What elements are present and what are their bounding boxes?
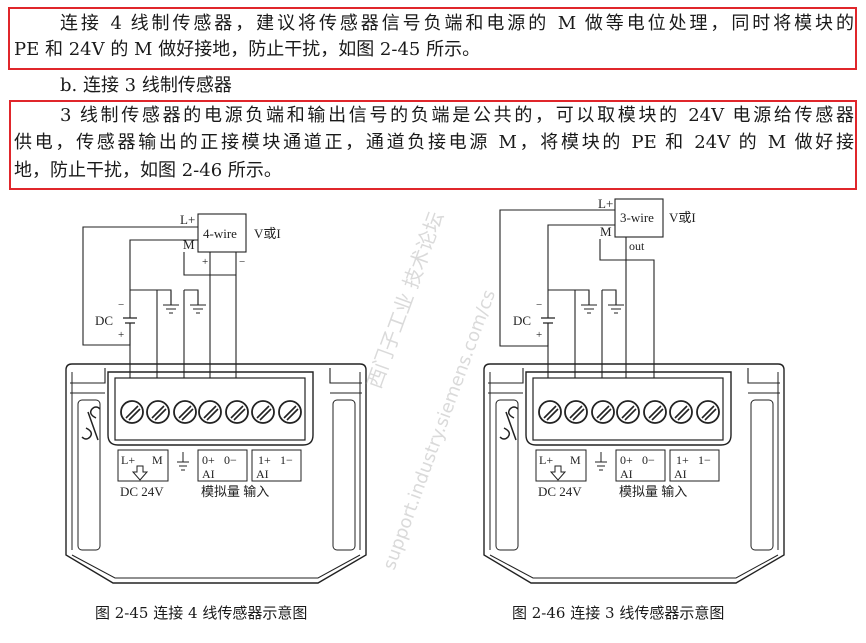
label-ai1: AI [674, 467, 687, 481]
module-clip [488, 368, 780, 394]
sensor-box-4wire [197, 213, 247, 253]
screw-slot [543, 405, 559, 421]
module-side-rail [77, 399, 101, 551]
signal-label: V或I [254, 226, 281, 241]
label-0plus: 0+ [202, 453, 215, 467]
sensor-lplus-label: L+ [180, 212, 195, 227]
ground-icon [608, 304, 624, 314]
terminal-label-dc [117, 449, 169, 482]
terminal-label-ai0 [615, 449, 666, 482]
figure-2-46-caption: 图 2-46 连接 3 线传感器示意图 [512, 604, 725, 622]
label-1plus: 1+ [676, 453, 689, 467]
paragraph-3wire-line-1: 3 线制传感器的电源负端和输出信号的负端是公共的，可以取模块的 24V 电源给传… [60, 105, 854, 126]
wire [130, 289, 172, 305]
label-analog-input: 模拟量 输入 [619, 484, 687, 499]
paragraph-3wire-line-3: 地，防止干扰，如图 2-46 所示。 [14, 160, 282, 181]
screw-slot [283, 405, 299, 421]
module-side-rail [495, 399, 519, 551]
screw-slot [648, 405, 664, 421]
dc-minus-label: − [536, 299, 542, 311]
screw-slot [256, 405, 272, 421]
sensor-m-label: M [183, 237, 195, 252]
paragraph-3wire-line-2: 供电，传感器输出的正接模块通道正，通道负接电源 M，将模块的 PE 和 24V … [14, 132, 854, 153]
label-lplus: L+ [539, 453, 553, 467]
label-m: M [152, 453, 163, 467]
highlight-box-4wire [8, 7, 857, 70]
sensor-m-label: M [600, 224, 612, 239]
dc-label: DC [95, 313, 113, 328]
wire-sensor-m [599, 239, 655, 378]
ground-icon [190, 304, 206, 314]
sensor-label-4wire: 4-wire [203, 226, 237, 241]
module-clip [70, 368, 362, 394]
wire-dc-minus [547, 224, 615, 318]
label-ai0: AI [202, 467, 215, 481]
module-logo-icon [81, 406, 101, 441]
label-1minus: 1− [698, 453, 711, 467]
screw-slot [674, 405, 690, 421]
ground-icon [163, 304, 179, 314]
label-0minus: 0− [642, 453, 655, 467]
screw-slot [621, 405, 637, 421]
screw-slot [230, 405, 246, 421]
arrow-down-icon [549, 465, 567, 481]
label-0minus: 0− [224, 453, 237, 467]
module-edge [71, 372, 361, 579]
highlight-box-3wire [9, 100, 857, 190]
screw-slot [151, 405, 167, 421]
ground-icon [595, 452, 607, 471]
ground-icon [581, 304, 597, 314]
module-side-rail [750, 399, 774, 551]
figure-2-45-caption: 图 2-45 连接 4 线传感器示意图 [95, 604, 308, 622]
heading-3wire: b. 连接 3 线制传感器 [60, 75, 232, 96]
signal-label: V或I [669, 210, 696, 225]
label-analog-input: 模拟量 输入 [201, 484, 269, 499]
ground-icon [177, 452, 189, 471]
screw-slot [203, 405, 219, 421]
label-1plus: 1+ [258, 453, 271, 467]
dc-plus-label: + [118, 329, 124, 341]
label-0plus: 0+ [620, 453, 633, 467]
paragraph-4wire-line-1: 连接 4 线制传感器，建议将传感器信号负端和电源的 M 做等电位处理，同时将模块… [60, 13, 854, 34]
label-lplus: L+ [121, 453, 135, 467]
wire-sensor-m [183, 252, 236, 276]
terminal-label-ai0 [197, 449, 248, 482]
wire [548, 289, 590, 305]
screw-slot [701, 405, 717, 421]
label-dc-24v: DC 24V [538, 484, 582, 499]
label-ai1: AI [256, 467, 269, 481]
sensor-box-3wire [614, 198, 664, 238]
wire [602, 289, 617, 305]
dc-label: DC [513, 313, 531, 328]
label-dc-24v: DC 24V [120, 484, 164, 499]
label-m: M [570, 453, 581, 467]
terminal-label-ai1 [251, 449, 302, 482]
sensor-out-label: out [629, 239, 645, 253]
arrow-down-icon [131, 465, 149, 481]
sensor-plus-label: + [202, 256, 208, 268]
sensor-lplus-label: L+ [598, 196, 613, 211]
wire-dc-minus [129, 239, 198, 318]
terminal-label-dc [535, 449, 587, 482]
module-side-rail [332, 399, 356, 551]
screw-slot [569, 405, 585, 421]
paragraph-4wire-line-2: PE 和 24V 的 M 做好接地，防止干扰，如图 2-45 所示。 [14, 39, 481, 60]
screw-slot [178, 405, 194, 421]
label-ai0: AI [620, 467, 633, 481]
label-1minus: 1− [280, 453, 293, 467]
battery-icon [123, 317, 137, 324]
sensor-minus-label: − [239, 256, 245, 268]
dc-plus-label: + [536, 329, 542, 341]
terminal-label-ai1 [669, 449, 720, 482]
sensor-label-3wire: 3-wire [620, 210, 654, 225]
module-edge [489, 372, 779, 579]
battery-icon [541, 317, 555, 324]
screw-slot [125, 405, 141, 421]
module-logo-icon [499, 406, 519, 441]
wire [184, 289, 199, 305]
dc-minus-label: − [118, 299, 124, 311]
screw-slot [596, 405, 612, 421]
